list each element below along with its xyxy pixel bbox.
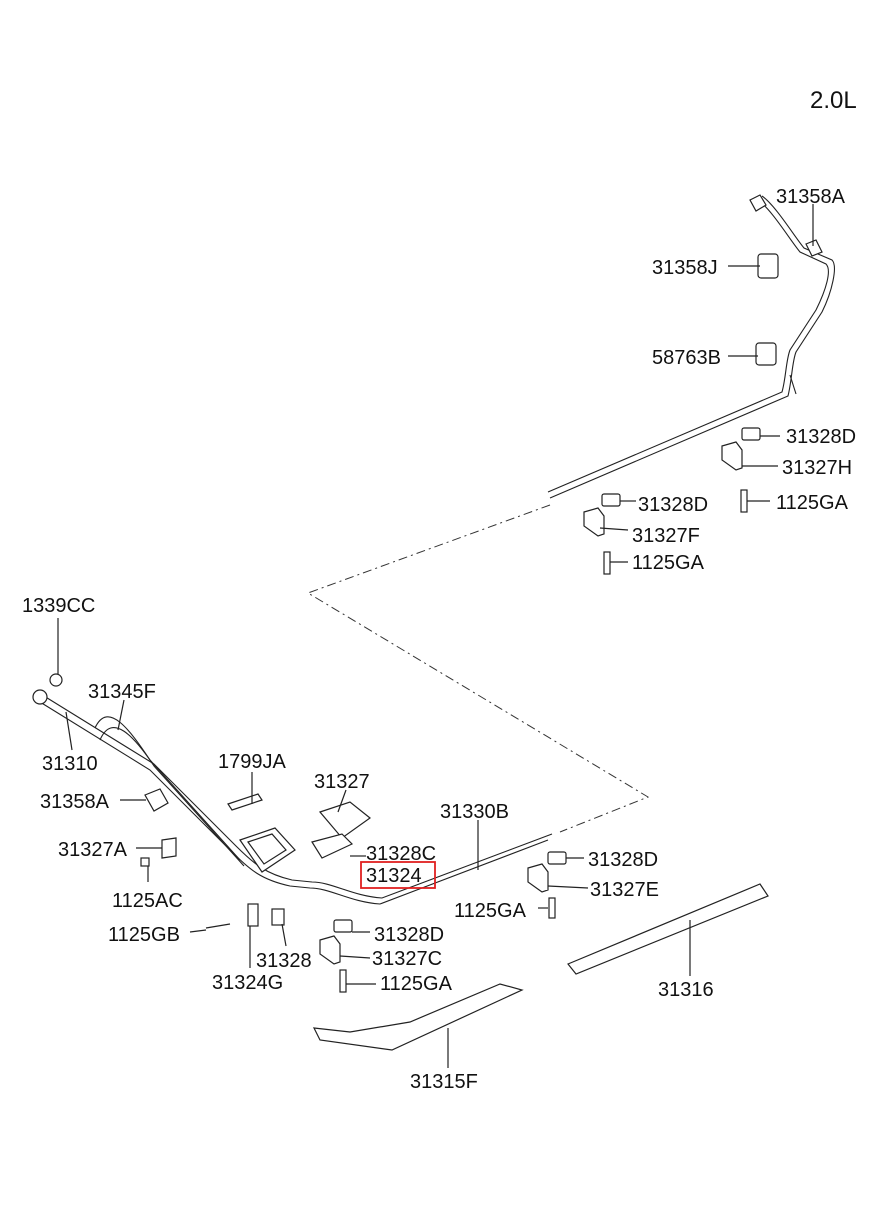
part-label: 31316 [658, 979, 714, 1001]
part-label: 31330B [440, 801, 509, 823]
part-label: 1125AC [112, 890, 183, 912]
part-label: 31328D [588, 849, 658, 871]
part-label: 31358A [40, 791, 110, 813]
part-label: 1125GA [380, 973, 453, 995]
part-label: 1125GB [108, 924, 180, 946]
part-label: 1799JA [218, 751, 286, 773]
part-label: 1125GA [454, 900, 527, 922]
highlight-box [360, 861, 436, 889]
part-label: 31328C [366, 843, 436, 865]
part-label: 31327H [782, 457, 852, 479]
leader-lines [57, 204, 814, 1068]
part-label: 31358J [652, 257, 718, 279]
part-label: 31328D [786, 426, 856, 448]
fuel-pipe-upper [547, 194, 835, 499]
part-label: 31328D [374, 924, 444, 946]
component-shapes [140, 253, 779, 1051]
part-label: 31327A [58, 839, 128, 861]
fuel-pipe-lower [32, 673, 553, 905]
part-label: 31327C [372, 948, 442, 970]
part-label: 31324 [366, 865, 422, 887]
part-label: 31315F [410, 1071, 478, 1093]
part-label: 31327 [314, 771, 370, 793]
dashed-connection [306, 504, 650, 833]
part-label: 31327F [632, 525, 700, 547]
part-label: 31345F [88, 681, 156, 703]
part-label: 31324G [212, 972, 283, 994]
part-label: 31328 [256, 950, 312, 972]
part-label: 31328D [638, 494, 708, 516]
part-label: 31358A [776, 186, 846, 208]
part-label: 1125GA [776, 492, 849, 514]
part-label: 1339CC [22, 595, 95, 617]
part-labels: 31358A 31358J 58763B 31328D 31327H 1125G… [22, 186, 856, 1093]
part-label: 1125GA [632, 552, 705, 574]
part-label: 31310 [42, 753, 98, 775]
part-label: 58763B [652, 347, 721, 369]
engine-label: 2.0L [810, 87, 857, 114]
part-label: 31327E [590, 879, 659, 901]
